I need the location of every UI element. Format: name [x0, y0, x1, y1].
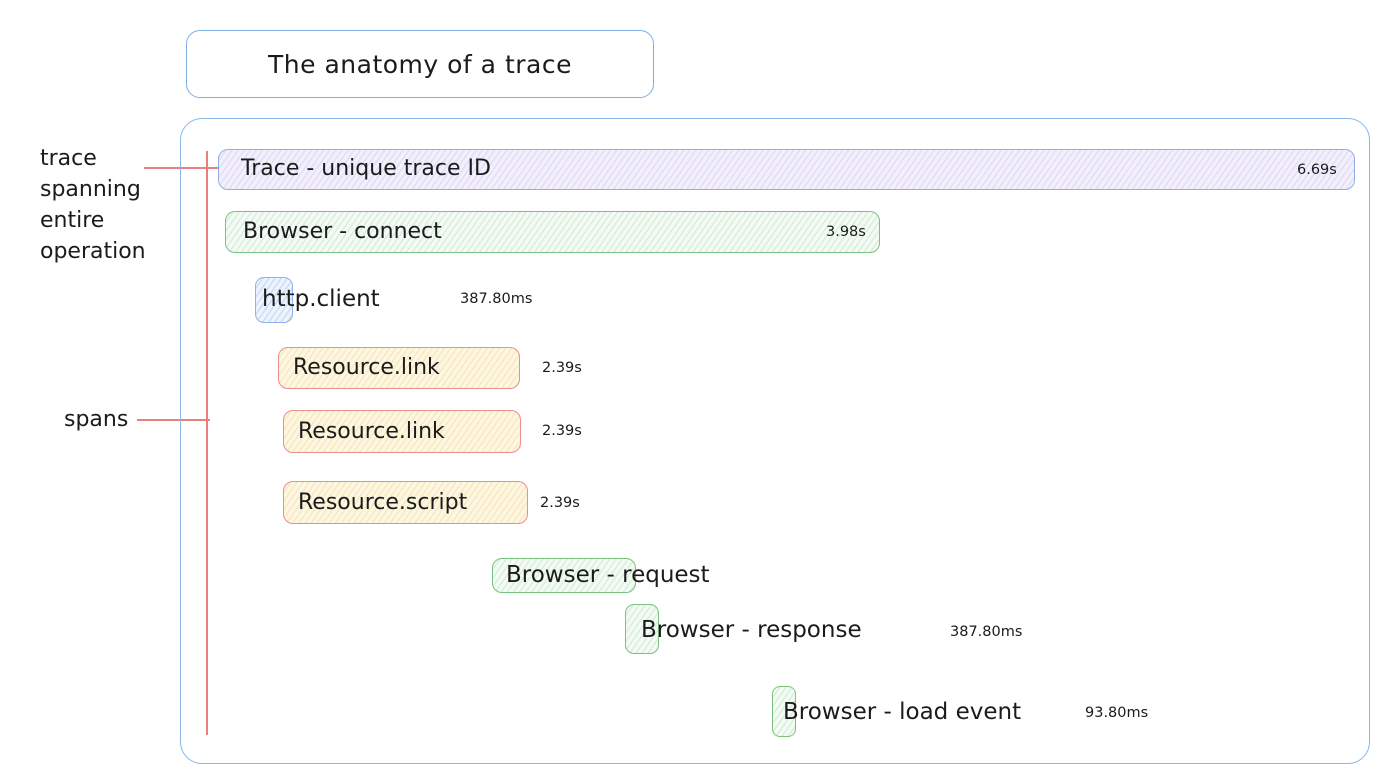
span-bar-resource-link-2 — [283, 410, 521, 453]
diagram-title: The anatomy of a trace — [268, 49, 572, 79]
span-bar-browser-load-event — [772, 686, 796, 737]
span-label-browser-connect: Browser - connect — [243, 219, 442, 244]
span-duration-resource-link-2: 2.39s — [542, 423, 582, 439]
span-bar-resource-script — [283, 481, 528, 524]
span-label-http-client: http.client — [262, 286, 380, 312]
annotation-spans-label: spans — [64, 407, 129, 432]
annotation-trace-label: trace spanning entire operation — [40, 146, 146, 264]
span-duration-browser-connect: 3.98s — [826, 224, 866, 240]
trace-frame — [180, 118, 1370, 764]
span-bar-browser-response — [625, 604, 659, 654]
span-bar-http-client — [255, 277, 293, 323]
span-duration-http-client: 387.80ms — [460, 291, 533, 307]
span-duration-resource-script: 2.39s — [540, 495, 580, 511]
span-duration-browser-load-event: 93.80ms — [1085, 705, 1149, 721]
span-duration-browser-response: 387.80ms — [950, 624, 1023, 640]
span-duration-resource-link-1: 2.39s — [542, 360, 582, 376]
annotation-connector-trace — [144, 167, 218, 169]
span-bar-browser-request — [492, 558, 636, 593]
span-label-resource-script: Resource.script — [298, 490, 468, 515]
span-label-browser-response: Browser - response — [641, 617, 862, 643]
span-bar-resource-link-1 — [278, 347, 520, 389]
span-label-resource-link-1: Resource.link — [293, 355, 440, 380]
span-duration-trace: 6.69s — [1297, 162, 1337, 178]
span-label-trace: Trace - unique trace ID — [241, 156, 491, 181]
span-label-browser-request: Browser - request — [506, 562, 710, 588]
span-bar-browser-connect — [225, 211, 880, 253]
annotation-connector-vertical — [206, 151, 208, 735]
span-label-resource-link-2: Resource.link — [298, 419, 445, 444]
span-bar-trace — [218, 149, 1355, 190]
span-label-browser-load-event: Browser - load event — [783, 699, 1022, 725]
annotation-connector-spans — [137, 419, 210, 421]
title-box: The anatomy of a trace — [186, 30, 654, 98]
